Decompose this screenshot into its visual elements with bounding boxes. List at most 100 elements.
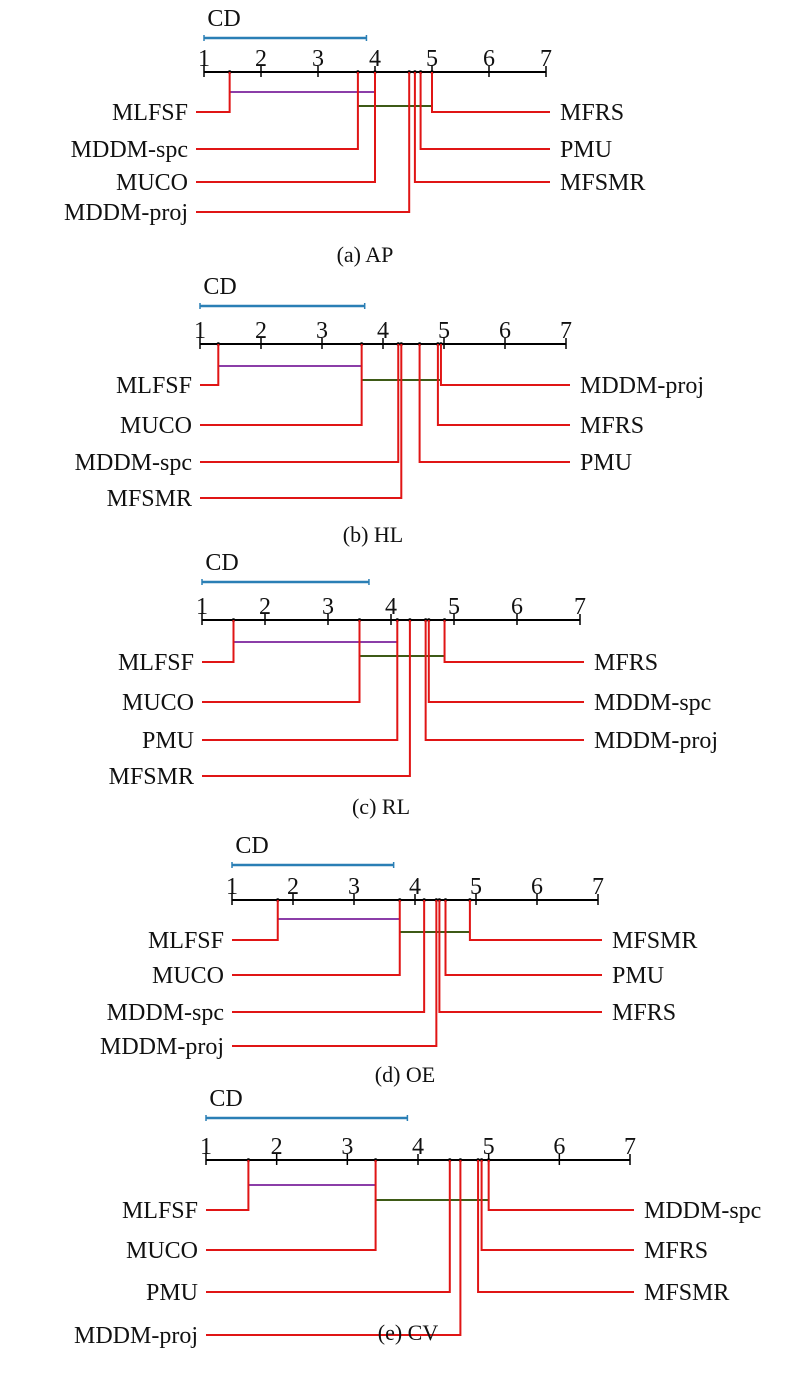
axis-tick-label: 2 <box>287 874 299 900</box>
method-label: MFRS <box>612 1000 676 1026</box>
method-label: MFRS <box>560 100 624 126</box>
panel-caption: (c) RL <box>352 794 410 819</box>
axis-tick-label: 7 <box>592 874 604 900</box>
axis-tick-label: 5 <box>483 1134 495 1160</box>
panel-caption: (a) AP <box>337 242 394 267</box>
axis-tick-label: 1 <box>198 46 210 72</box>
axis-tick-label: 5 <box>426 46 438 72</box>
method-connector <box>206 1160 377 1251</box>
cd-label: CD <box>203 274 236 300</box>
method-connector <box>200 344 363 426</box>
axis-tick-label: 6 <box>499 318 511 344</box>
axis-tick-label: 4 <box>377 318 389 344</box>
axis-tick-label: 4 <box>385 594 397 620</box>
axis-tick-label: 3 <box>341 1134 353 1160</box>
method-connector <box>438 900 602 1013</box>
axis-tick-label: 2 <box>255 318 267 344</box>
axis-tick-label: 5 <box>470 874 482 900</box>
method-connector <box>196 72 411 213</box>
method-connector <box>200 344 403 499</box>
method-connector <box>200 344 220 386</box>
axis-tick-label: 6 <box>483 46 495 72</box>
method-connector <box>202 620 399 741</box>
method-connector <box>232 900 426 1013</box>
axis-tick-label: 7 <box>560 318 572 344</box>
method-connector <box>232 900 401 976</box>
method-label: MDDM-proj <box>594 728 718 754</box>
axis-tick-label: 1 <box>196 594 208 620</box>
axis-tick-label: 6 <box>511 594 523 620</box>
method-label: MLFSF <box>116 373 192 399</box>
axis-tick-label: 4 <box>369 46 381 72</box>
method-connector <box>418 344 570 463</box>
axis-tick-label: 7 <box>540 46 552 72</box>
axis-tick-label: 3 <box>316 318 328 344</box>
method-connector <box>196 72 359 150</box>
method-label: MUCO <box>122 690 194 716</box>
method-connector <box>436 344 570 426</box>
method-label: MDDM-proj <box>100 1034 224 1060</box>
axis-tick-label: 5 <box>438 318 450 344</box>
method-connector <box>202 620 235 663</box>
panel-caption: (e) CV <box>378 1320 439 1345</box>
method-label: PMU <box>142 728 194 754</box>
axis-tick-label: 5 <box>448 594 460 620</box>
method-connector <box>202 620 411 777</box>
method-label: MDDM-proj <box>74 1323 198 1349</box>
axis-tick-label: 1 <box>200 1134 212 1160</box>
axis-tick-label: 3 <box>322 594 334 620</box>
method-connector <box>439 344 570 386</box>
method-label: MDDM-proj <box>580 373 704 399</box>
axis-tick-label: 6 <box>531 874 543 900</box>
cd-label: CD <box>207 6 240 32</box>
method-connector <box>427 620 584 703</box>
cd-label: CD <box>209 1086 242 1112</box>
method-label: MLFSF <box>112 100 188 126</box>
method-label: MDDM-spc <box>644 1198 761 1224</box>
method-label: MUCO <box>126 1238 198 1264</box>
method-label: MUCO <box>152 963 224 989</box>
axis-tick-label: 1 <box>226 874 238 900</box>
method-label: PMU <box>560 137 612 163</box>
axis-tick-label: 7 <box>624 1134 636 1160</box>
method-connector <box>196 72 376 183</box>
axis-tick-label: 3 <box>312 46 324 72</box>
method-label: MLFSF <box>122 1198 198 1224</box>
method-connector <box>443 620 584 663</box>
method-connector <box>206 1160 462 1336</box>
method-label: MDDM-proj <box>64 200 188 226</box>
method-connector <box>480 1160 634 1251</box>
method-connector <box>200 344 400 463</box>
panel-caption: (d) OE <box>375 1062 435 1087</box>
method-label: MUCO <box>116 170 188 196</box>
method-label: MFSMR <box>109 764 194 790</box>
method-label: MFSMR <box>612 928 697 954</box>
method-connector <box>477 1160 634 1293</box>
method-connector <box>444 900 602 976</box>
method-label: MDDM-spc <box>75 450 192 476</box>
axis-tick-label: 2 <box>271 1134 283 1160</box>
method-label: MDDM-spc <box>107 1000 224 1026</box>
axis-tick-label: 2 <box>259 594 271 620</box>
method-connector <box>413 72 550 183</box>
method-connector <box>424 620 584 741</box>
method-connector <box>232 900 279 941</box>
cd-label: CD <box>205 550 238 576</box>
panel-caption: (b) HL <box>343 522 403 547</box>
method-connector <box>468 900 602 941</box>
method-connector <box>196 72 231 113</box>
method-connector <box>431 72 550 113</box>
method-label: MUCO <box>120 413 192 439</box>
axis-tick-label: 4 <box>409 874 421 900</box>
method-label: MFRS <box>644 1238 708 1264</box>
method-label: MLFSF <box>118 650 194 676</box>
method-label: MFSMR <box>560 170 645 196</box>
method-label: MDDM-spc <box>71 137 188 163</box>
method-label: MFSMR <box>644 1280 729 1306</box>
axis-tick-label: 2 <box>255 46 267 72</box>
axis-tick-label: 3 <box>348 874 360 900</box>
method-connector <box>206 1160 250 1211</box>
method-connector <box>202 620 361 703</box>
method-connector <box>419 72 550 150</box>
